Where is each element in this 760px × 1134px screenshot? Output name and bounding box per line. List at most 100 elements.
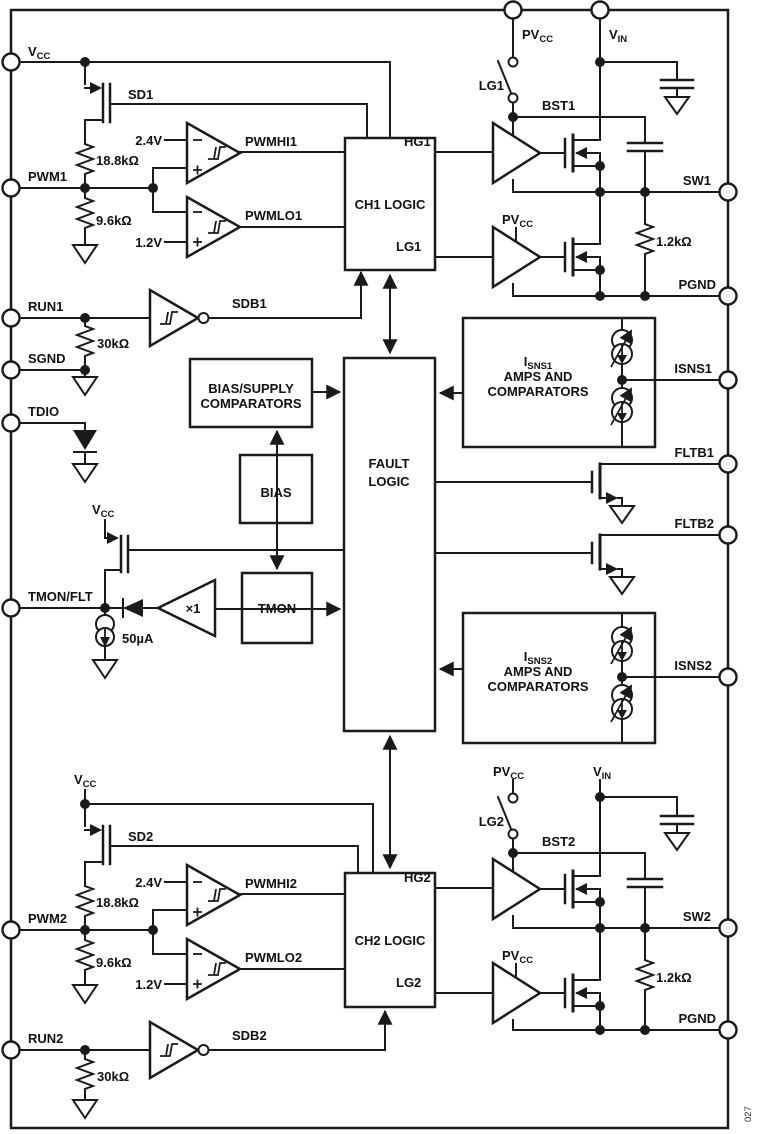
pin-label-fltb2: FLTB2 bbox=[675, 516, 714, 531]
pin-fltb1 bbox=[718, 454, 738, 474]
ch2-frontend-wires bbox=[10, 789, 374, 1005]
resistor-value-9k6-ch1: 9.6kΩ bbox=[96, 213, 132, 228]
vcc-label-tmon: VCC bbox=[92, 502, 115, 520]
resistor-value-9k6-ch2: 9.6kΩ bbox=[96, 955, 132, 970]
isns2-label-line1: ISNS2 bbox=[524, 649, 552, 667]
signal-label-pwmlo2: PWMLO2 bbox=[245, 950, 302, 965]
pin-label-pwm1: PWM1 bbox=[28, 169, 67, 184]
vref-high-label-ch1: 2.4V bbox=[135, 133, 162, 148]
pwmhi2-comparator bbox=[185, 862, 243, 928]
resistor-value-30k-ch2: 30kΩ bbox=[97, 1069, 129, 1084]
pin-vin bbox=[590, 0, 610, 20]
buffer-gain-label: ×1 bbox=[186, 601, 201, 616]
isns1-label-line2: AMPS AND bbox=[504, 369, 573, 384]
pin-label-vcc: VCC bbox=[28, 44, 51, 62]
pin-pvcc bbox=[503, 0, 523, 20]
pin-sgnd bbox=[1, 360, 21, 380]
bias-supply-comparators-block bbox=[188, 357, 314, 429]
pin-sw1 bbox=[718, 182, 738, 202]
pin-label-isns1: ISNS1 bbox=[674, 361, 712, 376]
pin-label-sw2: SW2 bbox=[683, 909, 711, 924]
fault-logic-label-line1: FAULT bbox=[369, 456, 410, 471]
pwmlo1-comparator bbox=[185, 194, 243, 260]
figure-number: 027 bbox=[743, 1106, 754, 1122]
pvcc-label-lg1-driver: PVCC bbox=[502, 212, 533, 230]
bias-supply-label-line2: COMPARATORS bbox=[200, 396, 301, 411]
junction-dots bbox=[80, 57, 650, 1055]
fltb2-nmos bbox=[434, 533, 729, 596]
signal-label-pwmlo1: PWMLO1 bbox=[245, 208, 302, 223]
pin-run2 bbox=[1, 1040, 21, 1060]
pvcc-label-ch2-switch: PVCC bbox=[493, 764, 524, 782]
pin-pwm1 bbox=[1, 178, 21, 198]
resistor-value-1k2-ch2: 1.2kΩ bbox=[656, 970, 692, 985]
ch2-logic-label: CH2 LOGIC bbox=[355, 933, 426, 948]
isns2-current-sources bbox=[610, 612, 729, 744]
resistor-value-18k8-ch2: 18.8kΩ bbox=[96, 895, 139, 910]
tmon-pullup-pmos bbox=[104, 519, 345, 609]
run1-circuit bbox=[10, 270, 369, 397]
ch1-logic-label: CH1 LOGIC bbox=[355, 197, 426, 212]
pin-label-run2: RUN2 bbox=[28, 1031, 63, 1046]
signal-label-hg1: HG1 bbox=[404, 134, 431, 149]
pin-label-pvcc-top: PVCC bbox=[522, 27, 553, 45]
pin-tdio bbox=[1, 413, 21, 433]
pin-label-sw1: SW1 bbox=[683, 173, 711, 188]
vcc-label-ch2: VCC bbox=[74, 772, 97, 790]
fltb1-nmos bbox=[434, 462, 729, 525]
pin-label-tdio: TDIO bbox=[28, 404, 59, 419]
resistor-value-30k-ch1: 30kΩ bbox=[97, 336, 129, 351]
switch-label-lg2: LG2 bbox=[479, 814, 504, 829]
signal-label-lg2: LG2 bbox=[396, 975, 421, 990]
switch-label-lg1: LG1 bbox=[479, 78, 504, 93]
isns2-label-line2: AMPS AND bbox=[504, 664, 573, 679]
pin-run1 bbox=[1, 308, 21, 328]
pin-label-sgnd: SGND bbox=[28, 351, 66, 366]
signal-label-pwmhi2: PWMHI2 bbox=[245, 876, 297, 891]
pin-label-tmon-flt: TMON/FLT bbox=[28, 589, 93, 604]
pin-label-pgnd2: PGND bbox=[678, 1011, 716, 1026]
pin-label-isns2: ISNS2 bbox=[674, 658, 712, 673]
fault-logic-label-line2: LOGIC bbox=[368, 474, 410, 489]
pin-fltb2 bbox=[718, 525, 738, 545]
isns1-label-line3: COMPARATORS bbox=[487, 384, 588, 399]
vref-low-label-ch1: 1.2V bbox=[135, 235, 162, 250]
signal-label-sd2: SD2 bbox=[128, 829, 153, 844]
pin-pwm2 bbox=[1, 920, 21, 940]
vref-high-label-ch2: 2.4V bbox=[135, 875, 162, 890]
pin-sw2 bbox=[718, 918, 738, 938]
pin-label-pgnd1: PGND bbox=[678, 277, 716, 292]
signal-label-lg1: LG1 bbox=[396, 239, 421, 254]
resistor-value-1k2-ch1: 1.2kΩ bbox=[656, 234, 692, 249]
vin-label-ch2: VIN bbox=[593, 764, 611, 782]
pin-isns1 bbox=[718, 370, 738, 390]
bias-label: BIAS bbox=[260, 485, 291, 500]
signal-label-sd1: SD1 bbox=[128, 87, 153, 102]
fault-logic-block bbox=[342, 356, 437, 733]
ch2-power-stage bbox=[434, 779, 729, 1031]
pin-vcc bbox=[1, 52, 21, 72]
resistor-value-18k8-ch1: 18.8kΩ bbox=[96, 153, 139, 168]
signal-label-bst1: BST1 bbox=[542, 98, 575, 113]
isns2-label-line3: COMPARATORS bbox=[487, 679, 588, 694]
tdio-circuit bbox=[10, 422, 99, 484]
package-pins bbox=[1, 0, 738, 1060]
isns1-label-line1: ISNS1 bbox=[524, 354, 553, 372]
bias-supply-label-line1: BIAS/SUPPLY bbox=[208, 381, 294, 396]
isns1-current-sources bbox=[610, 317, 729, 448]
pin-label-run1: RUN1 bbox=[28, 299, 63, 314]
ch1-logic-block bbox=[343, 136, 437, 272]
pin-isns2 bbox=[718, 667, 738, 687]
ch1-power-stage bbox=[434, 18, 729, 297]
pin-pgnd2 bbox=[718, 1020, 738, 1040]
signal-label-hg2: HG2 bbox=[404, 870, 431, 885]
ch2-logic-block bbox=[343, 871, 437, 1009]
vref-low-label-ch2: 1.2V bbox=[135, 977, 162, 992]
pvcc-label-lg2-driver: PVCC bbox=[502, 948, 533, 966]
pwmlo2-comparator bbox=[185, 936, 243, 1002]
signal-label-bst2: BST2 bbox=[542, 834, 575, 849]
pin-pgnd1 bbox=[718, 286, 738, 306]
pin-label-fltb1: FLTB1 bbox=[675, 445, 714, 460]
